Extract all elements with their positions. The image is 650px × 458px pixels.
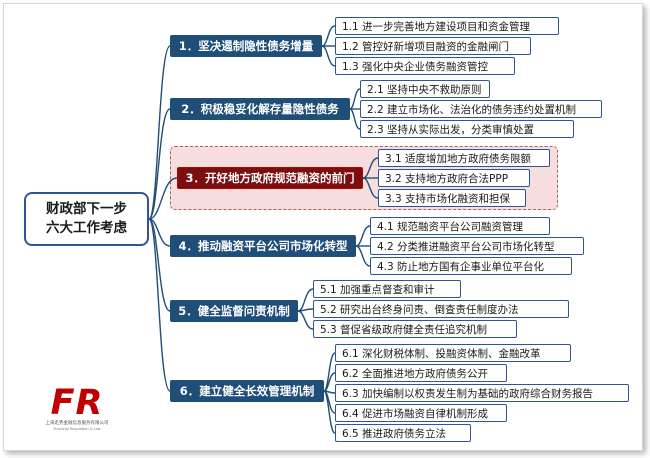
branch-3-item-2[interactable]: 3.2 支持地方政府合法PPP bbox=[378, 169, 530, 187]
branch-4-item-1[interactable]: 4.1 规范融资平台公司融资管理 bbox=[370, 217, 550, 235]
root-node[interactable]: 财政部下一步 六大工作考虑 bbox=[24, 192, 149, 246]
branch-2-item-3[interactable]: 2.3 坚持从实际出发，分类审慎处置 bbox=[360, 120, 574, 138]
logo-company-name-en: Financial Regulation & Law bbox=[53, 427, 101, 431]
root-title-line-2: 六大工作考虑 bbox=[46, 220, 127, 236]
branch-6-item-5[interactable]: 6.5 推进政府债务立法 bbox=[335, 424, 471, 442]
branch-4-item-3[interactable]: 4.3 防止地方国有企事业单位平台化 bbox=[370, 257, 572, 275]
branch-4-item-2[interactable]: 4.2 分类推进融资平台公司市场化转型 bbox=[370, 237, 584, 255]
branch-6-item-3[interactable]: 6.3 加快编制以权责发生制为基础的政府综合财务报告 bbox=[335, 384, 629, 402]
branch-3-item-3[interactable]: 3.3 支持市场化融资和担保 bbox=[378, 189, 526, 207]
branch-3[interactable]: 3．开好地方政府规范融资的前门 bbox=[177, 167, 363, 189]
branch-6-item-1[interactable]: 6.1 深化财税体制、投融资体制、金融改革 bbox=[335, 344, 571, 362]
branch-5[interactable]: 5．健全监督问责机制 bbox=[170, 300, 298, 322]
branch-2-item-2[interactable]: 2.2 建立市场化、法治化的债务违约处置机制 bbox=[360, 100, 602, 118]
branch-2-item-1[interactable]: 2.1 坚持中央不救助原则 bbox=[360, 80, 490, 98]
branch-1[interactable]: 1．坚决遏制隐性债务增量 bbox=[170, 35, 322, 57]
logo-company-name: 上海走势金融信息服务有限公司 bbox=[45, 421, 109, 426]
branch-1-item-3[interactable]: 1.3 强化中央企业债务融资管控 bbox=[335, 57, 515, 75]
branch-6-item-4[interactable]: 6.4 促进市场融资自律机制形成 bbox=[335, 404, 507, 422]
branch-2[interactable]: 2．积极稳妥化解存量隐性债务 bbox=[170, 98, 350, 120]
company-logo: FR 上海走势金融信息服务有限公司 Financial Regulation &… bbox=[34, 386, 120, 436]
branch-5-item-2[interactable]: 5.2 研究出台终身问责、倒查责任制度办法 bbox=[313, 300, 569, 318]
branch-6-item-2[interactable]: 6.2 全面推进地方政府债务公开 bbox=[335, 364, 507, 382]
branch-5-item-3[interactable]: 5.3 督促省级政府健全责任追究机制 bbox=[313, 320, 517, 338]
root-title-line-1: 财政部下一步 bbox=[46, 201, 127, 217]
branch-3-item-1[interactable]: 3.1 适度增加地方政府债务限额 bbox=[378, 149, 550, 167]
branch-1-item-1[interactable]: 1.1 进一步完善地方建设项目和资金管理 bbox=[335, 17, 559, 35]
branch-1-item-2[interactable]: 1.2 管控好新增项目融资的金融闸门 bbox=[335, 37, 531, 55]
branch-6[interactable]: 6．建立健全长效管理机制 bbox=[170, 380, 324, 402]
branch-5-item-1[interactable]: 5.1 加强重点督查和审计 bbox=[313, 280, 461, 298]
logo-letters: FR bbox=[50, 383, 104, 423]
branch-4[interactable]: 4．推动融资平台公司市场化转型 bbox=[170, 235, 356, 257]
